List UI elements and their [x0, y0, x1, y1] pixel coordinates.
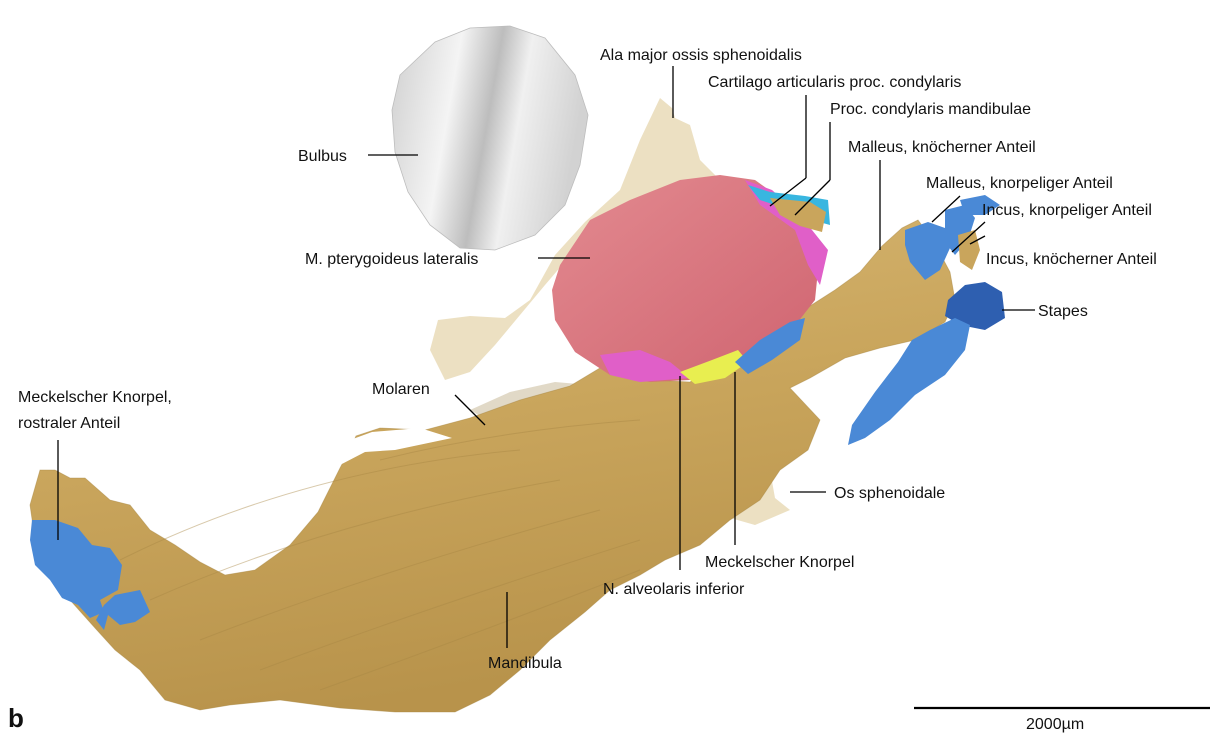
scale-bar-label: 2000µm	[1026, 716, 1084, 733]
label-meckel-rostral-line2: rostraler Anteil	[18, 415, 120, 432]
label-m-pterygoideus: M. pterygoideus lateralis	[305, 251, 478, 268]
label-ala-major: Ala major ossis sphenoidalis	[600, 47, 802, 64]
label-malleus-knoechern: Malleus, knöcherner Anteil	[848, 139, 1036, 156]
bulbus-shape	[392, 26, 588, 250]
panel-letter: b	[8, 703, 24, 733]
label-proc-condylaris: Proc. condylaris mandibulae	[830, 101, 1031, 118]
label-meckel-rostral-line1: Meckelscher Knorpel,	[18, 389, 172, 406]
label-os-sphenoidale: Os sphenoidale	[834, 485, 945, 502]
label-meckel: Meckelscher Knorpel	[705, 554, 854, 571]
label-incus-knorpelig: Incus, knorpeliger Anteil	[982, 202, 1152, 219]
label-n-alveolaris: N. alveolaris inferior	[603, 581, 745, 598]
label-mandibula: Mandibula	[488, 655, 562, 672]
label-molaren: Molaren	[372, 381, 430, 398]
label-stapes: Stapes	[1038, 303, 1088, 320]
label-malleus-knorpelig: Malleus, knorpeliger Anteil	[926, 175, 1113, 192]
label-bulbus: Bulbus	[298, 148, 347, 165]
label-incus-knoechern: Incus, knöcherner Anteil	[986, 251, 1157, 268]
mandibula-shape	[30, 220, 955, 712]
label-cartilago-articularis: Cartilago articularis proc. condylaris	[708, 74, 961, 91]
